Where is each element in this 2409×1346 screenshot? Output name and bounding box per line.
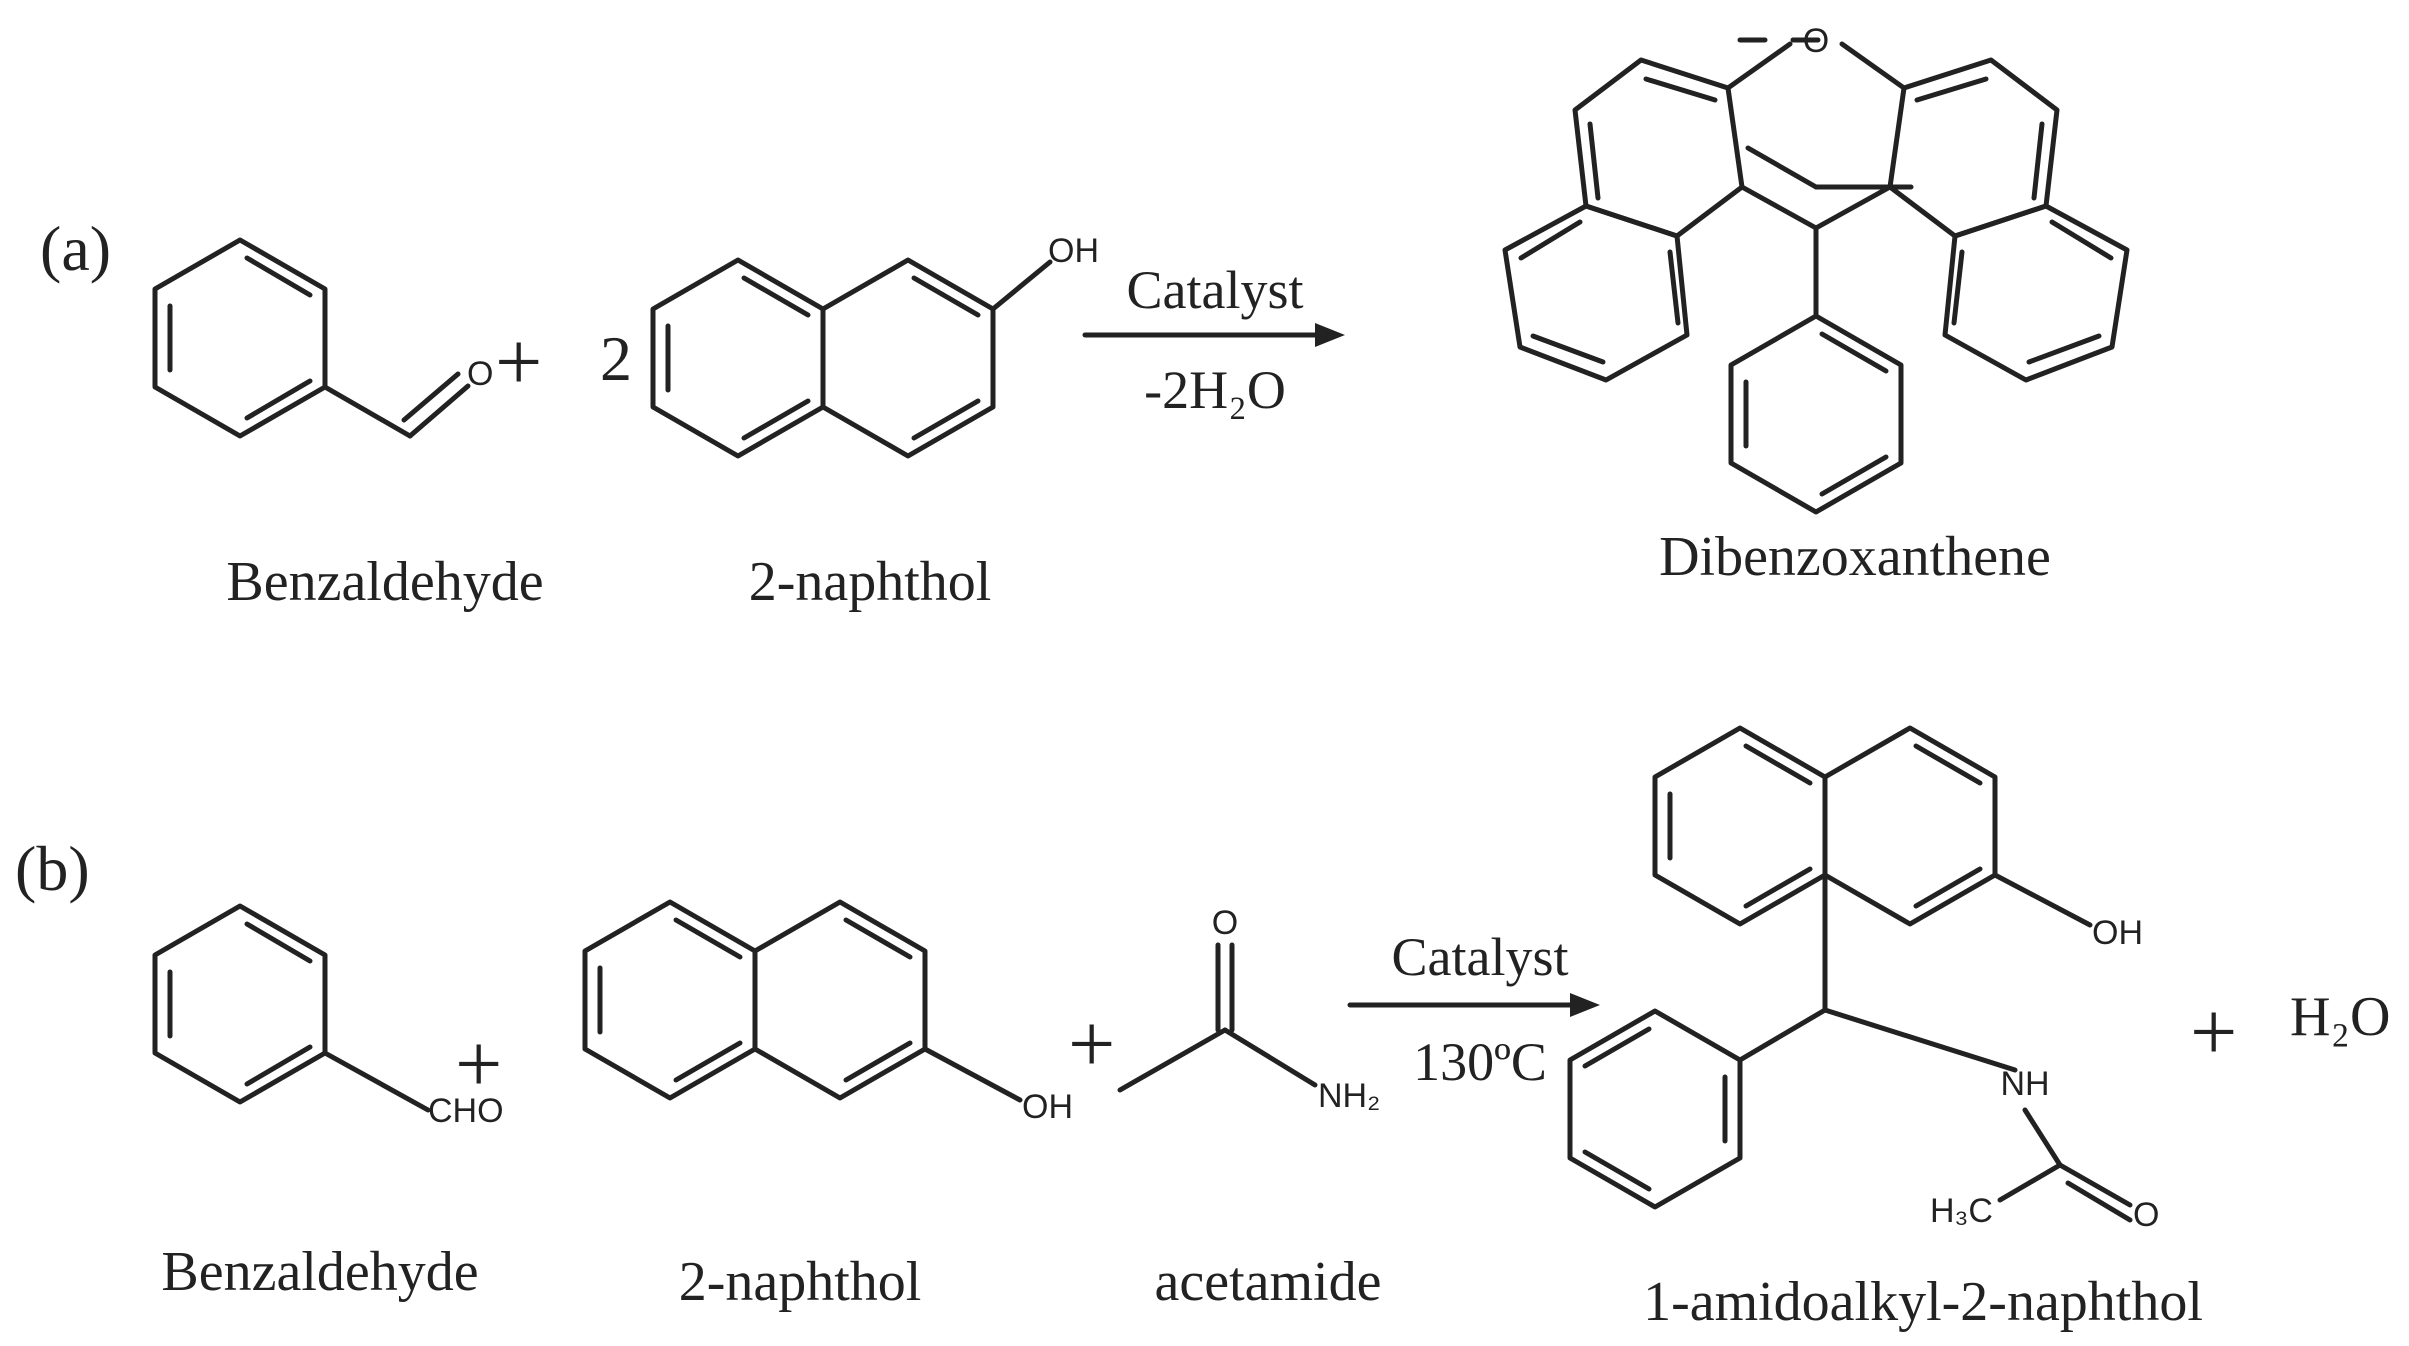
- product-nh-label: NH: [2000, 1065, 2049, 1103]
- naphthol-structure-b: OH: [582, 899, 1073, 1126]
- dibenzoxanthene-structure: O: [1502, 22, 2130, 515]
- plus-sign-b3: +: [2190, 986, 2237, 1079]
- product-name-a: Dibenzoxanthene: [1659, 526, 2051, 588]
- product-carbonyl-o-label: O: [2133, 1196, 2159, 1234]
- plus-sign-b2: +: [1068, 998, 1115, 1091]
- water-byproduct: H₂O: [2290, 986, 2390, 1048]
- catalyst-label-a: Catalyst: [1127, 260, 1304, 320]
- naphthol-name-a: 2-naphthol: [749, 551, 992, 613]
- benzaldehyde-name-b: Benzaldehyde: [161, 1241, 478, 1303]
- aldehyde-oxygen-label-a: O: [467, 355, 493, 393]
- aldehyde-cho-label-b: CHO: [428, 1092, 504, 1130]
- product-oh-label: OH: [2092, 914, 2143, 952]
- panel-label-b: (b): [15, 833, 90, 904]
- scheme-a: (a) O + 2 OH: [40, 22, 2130, 613]
- temperature-label: 130ºC: [1413, 1032, 1547, 1092]
- naphthol-name-b: 2-naphthol: [679, 1251, 922, 1313]
- xanthene-oxygen-label: O: [1803, 22, 1829, 60]
- benzaldehyde-name-a: Benzaldehyde: [226, 551, 543, 613]
- water-loss-label: -2H₂O: [1144, 360, 1286, 420]
- catalyst-label-b: Catalyst: [1392, 927, 1569, 987]
- benzaldehyde-structure-b: CHO: [152, 903, 504, 1130]
- acetamide-nh2-label: NH₂: [1318, 1077, 1380, 1115]
- naphthol-oh-label-a: OH: [1048, 232, 1099, 270]
- panel-label-a: (a): [40, 213, 111, 284]
- acetamide-structure: O NH₂: [1117, 904, 1380, 1115]
- product-name-b: 1-amidoalkyl-2-naphthol: [1643, 1271, 2203, 1333]
- reaction-arrow-a: [1082, 323, 1345, 347]
- acetamide-name: acetamide: [1155, 1251, 1382, 1313]
- naphthol-structure-a: OH: [650, 232, 1099, 459]
- reaction-arrow-b: [1347, 993, 1600, 1017]
- stoichiometric-coefficient: 2: [600, 323, 632, 394]
- benzaldehyde-structure-a: O: [152, 237, 493, 439]
- scheme-b: (b) CHO + OH +: [15, 725, 2390, 1333]
- product-h3c-label: H₃C: [1930, 1192, 1993, 1230]
- plus-sign-a1: +: [495, 316, 542, 409]
- naphthol-oh-label-b: OH: [1022, 1088, 1073, 1126]
- acetamide-oxygen-label: O: [1212, 904, 1238, 942]
- amidoalkyl-naphthol-structure: OH NH H₃C O: [1567, 725, 2159, 1234]
- plus-sign-b1: +: [455, 1018, 502, 1111]
